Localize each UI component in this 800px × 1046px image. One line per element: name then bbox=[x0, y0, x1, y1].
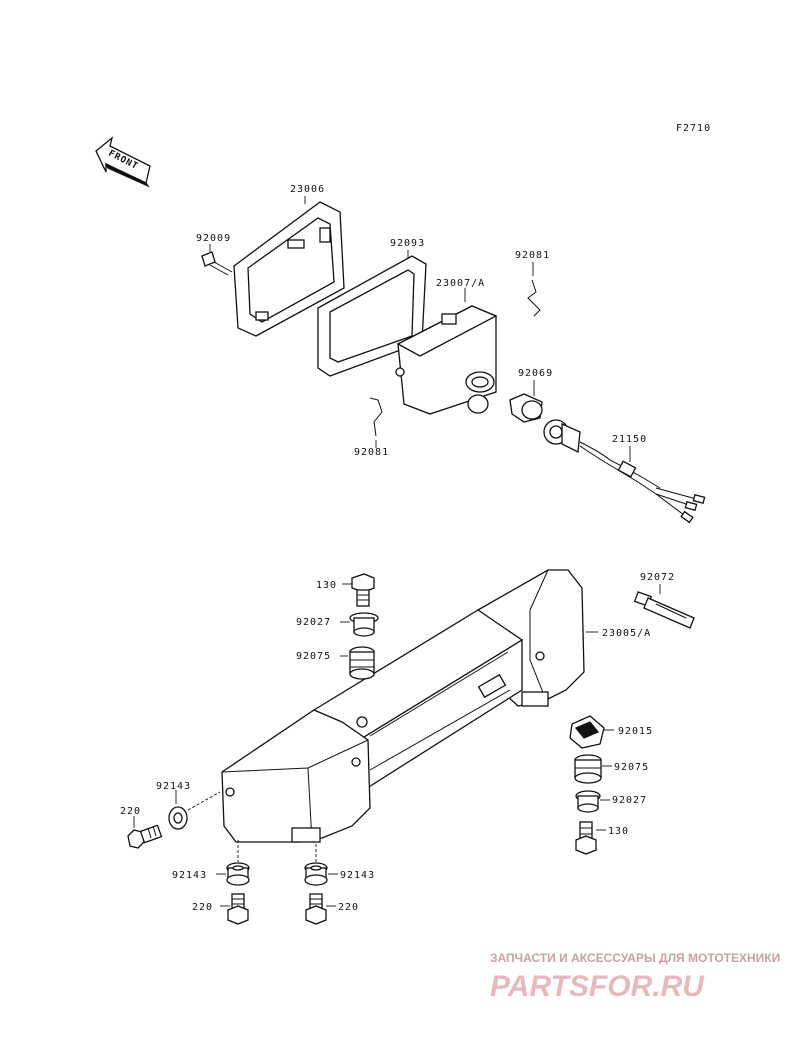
figure-code: F2710 bbox=[676, 123, 711, 134]
label-92009: 92009 bbox=[196, 233, 231, 244]
bulb bbox=[509, 393, 543, 423]
label-92143-bottom-right: 92143 bbox=[340, 870, 375, 881]
label-23006: 23006 bbox=[290, 184, 325, 195]
label-92093: 92093 bbox=[390, 238, 425, 249]
grommet-right bbox=[574, 754, 602, 784]
headlight-bezel bbox=[233, 201, 345, 337]
clip-nut bbox=[569, 715, 605, 749]
watermark-subtitle: ЗАПЧАСТИ И АКСЕССУАРЫ ДЛЯ МОТОТЕХНИКИ bbox=[490, 951, 780, 965]
label-130-upper: 130 bbox=[316, 580, 337, 591]
grommet-bottom-left bbox=[226, 862, 250, 886]
label-220-bottom-left: 220 bbox=[192, 902, 213, 913]
bolt-bottom-left bbox=[227, 893, 249, 925]
collar-upper bbox=[349, 612, 379, 637]
label-92143-left: 92143 bbox=[156, 781, 191, 792]
label-220-bottom-right: 220 bbox=[338, 902, 359, 913]
label-23007a: 23007/A bbox=[436, 278, 485, 289]
bolt-upper bbox=[351, 573, 375, 607]
bolt-right bbox=[575, 821, 597, 855]
label-92075-right: 92075 bbox=[614, 762, 649, 773]
label-92081-lower: 92081 bbox=[354, 447, 389, 458]
headlight-housing bbox=[221, 569, 585, 843]
watermark-logo: PARTSFOR.RU bbox=[490, 970, 705, 1003]
label-220-left: 220 bbox=[120, 806, 141, 817]
label-130-right: 130 bbox=[608, 826, 629, 837]
grommet-left bbox=[168, 806, 188, 830]
bolt-bottom-right bbox=[305, 893, 327, 925]
label-21150: 21150 bbox=[612, 434, 647, 445]
bolt-left bbox=[127, 824, 163, 849]
label-92027-right: 92027 bbox=[612, 795, 647, 806]
label-23005a: 23005/A bbox=[602, 628, 651, 639]
bezel-screw bbox=[201, 251, 233, 276]
label-92072: 92072 bbox=[640, 572, 675, 583]
spring-lower bbox=[369, 397, 383, 437]
socket-harness bbox=[543, 419, 706, 524]
label-92069: 92069 bbox=[518, 368, 553, 379]
grommet-bottom-right bbox=[304, 862, 328, 886]
label-92027-upper: 92027 bbox=[296, 617, 331, 628]
label-92075-upper: 92075 bbox=[296, 651, 331, 662]
band bbox=[633, 591, 695, 629]
headlamp-unit bbox=[395, 305, 498, 415]
front-arrow-icon: FRONT bbox=[95, 136, 151, 188]
label-92015: 92015 bbox=[618, 726, 653, 737]
spring-upper bbox=[527, 279, 541, 317]
label-92081-upper: 92081 bbox=[515, 250, 550, 261]
label-92143-bottom-left: 92143 bbox=[172, 870, 207, 881]
collar-right bbox=[575, 790, 601, 813]
grommet-upper bbox=[349, 646, 375, 680]
